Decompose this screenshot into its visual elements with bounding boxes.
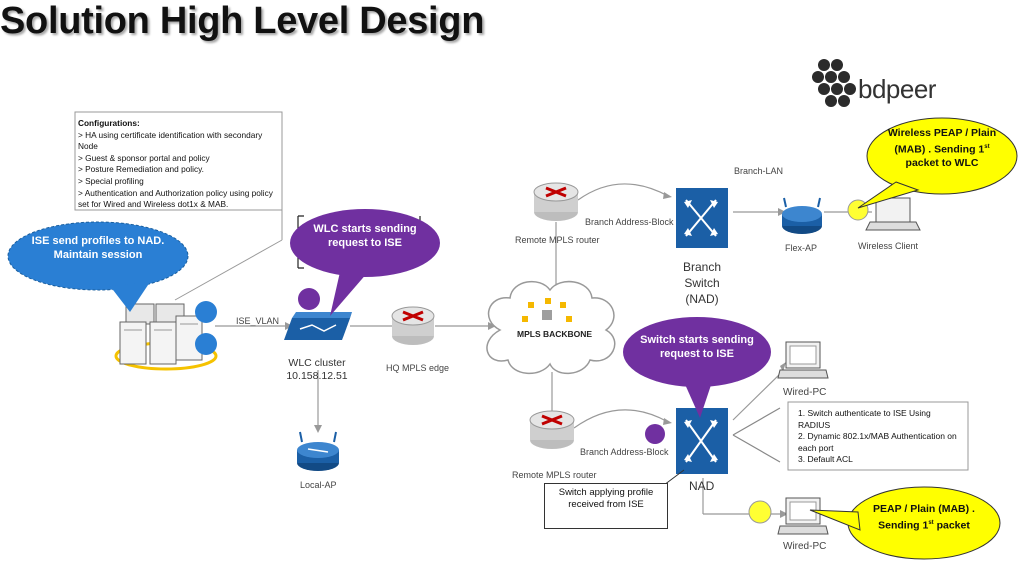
page-title: Solution High Level Design bbox=[0, 0, 485, 42]
config-item: > Guest & sponsor portal and policy bbox=[78, 152, 210, 163]
config-item: > Authentication and Authorization polic… bbox=[78, 187, 273, 210]
nad-switch-icon bbox=[676, 408, 728, 474]
wired-pc-bottom-label: Wired-PC bbox=[783, 541, 827, 552]
mpls-cloud-icon bbox=[486, 280, 616, 374]
nad-label: NAD bbox=[689, 479, 715, 493]
callout-wireless-shape bbox=[857, 117, 1018, 209]
wlc-controller-icon bbox=[284, 312, 352, 340]
callout-ise-shape bbox=[7, 221, 189, 312]
ise-server-cluster-icon bbox=[114, 301, 218, 371]
mpls-core-icon bbox=[542, 310, 552, 320]
logo-text: bdpeer bbox=[858, 74, 936, 104]
wired-pc-top-label: Wired-PC bbox=[783, 387, 827, 398]
branch-lan-label: Branch-LAN bbox=[734, 166, 784, 176]
config-heading: Configurations: bbox=[78, 118, 140, 128]
switch-note: 2. Dynamic 802.1x/MAB Authentication on … bbox=[798, 431, 957, 453]
branch-switch-label: Branch Switch (NAD) bbox=[682, 260, 722, 306]
wlc-cluster-label: WLC cluster bbox=[288, 357, 346, 369]
config-box bbox=[74, 111, 283, 211]
remote-router-bottom-icon bbox=[529, 410, 575, 449]
callout-ise-text: ISE send profiles to NAD. Maintain sessi… bbox=[31, 235, 165, 261]
wlc-label: WLC cluster 10.158.12.51 bbox=[282, 357, 352, 383]
switch-notes-box bbox=[787, 401, 969, 471]
hq-edge-label: HQ MPLS edge bbox=[386, 363, 450, 373]
local-ap-label: Local-AP bbox=[300, 480, 337, 490]
remote-router-bottom-label: Remote MPLS router bbox=[512, 470, 597, 480]
switch-note: 3. Default ACL bbox=[798, 454, 853, 465]
callout-wlc-text: WLC starts sending request to ISE bbox=[313, 223, 417, 249]
flex-ap-label: Flex-AP bbox=[785, 243, 818, 253]
switch-notes: 1. Switch authenticate to ISE Using RADI… bbox=[798, 408, 962, 466]
flex-ap-icon bbox=[782, 197, 822, 234]
remote-router-top-label: Remote MPLS router bbox=[515, 235, 600, 245]
local-ap-icon bbox=[297, 431, 339, 471]
callout-wired-shape bbox=[809, 486, 1001, 560]
wireless-client-label: Wireless Client bbox=[858, 241, 919, 251]
nad-status-dot bbox=[645, 424, 665, 444]
branch-switch-icon bbox=[676, 188, 728, 248]
hq-router-icon bbox=[391, 306, 435, 345]
wired-pc-dot bbox=[748, 500, 772, 524]
mpls-backbone-label: MPLS BACKBONE bbox=[517, 329, 593, 339]
profile-box: Switch applying profile received from IS… bbox=[544, 483, 668, 529]
logo-dots-icon bbox=[812, 59, 856, 107]
callout-wlc-shape bbox=[290, 209, 440, 316]
config-text: Configurations: > HA using certificate i… bbox=[78, 118, 278, 211]
callout-wireless-text: Wireless PEAP / Plain (MAB) . Sending 1s… bbox=[887, 127, 997, 169]
remote-router-top-icon bbox=[533, 182, 579, 221]
callout-switch-shape bbox=[623, 317, 771, 418]
callout-wired-text: PEAP / Plain (MAB) . Sending 1st packet bbox=[873, 503, 975, 531]
wireless-client-laptop-icon bbox=[865, 197, 921, 231]
wlc-ip-label: 10.158.12.51 bbox=[286, 370, 348, 382]
wlc-status-dot bbox=[298, 288, 320, 310]
mpls-hub-icon bbox=[522, 298, 572, 322]
branch-block-top-label: Branch Address-Block bbox=[585, 217, 674, 227]
wired-pc-top-icon bbox=[777, 341, 829, 379]
callout-switch-text: Switch starts sending request to ISE bbox=[640, 334, 754, 360]
switch-note: 1. Switch authenticate to ISE Using RADI… bbox=[798, 408, 931, 430]
config-item: > Special profiling bbox=[78, 175, 144, 186]
wired-pc-bottom-icon bbox=[777, 497, 829, 535]
config-item: > Posture Remediation and policy. bbox=[78, 164, 204, 175]
ise-vlan-label: ISE_VLAN bbox=[236, 316, 280, 326]
branch-block-bottom-label: Branch Address-Block bbox=[580, 447, 669, 457]
config-item: > HA using certificate identification wi… bbox=[78, 129, 263, 152]
